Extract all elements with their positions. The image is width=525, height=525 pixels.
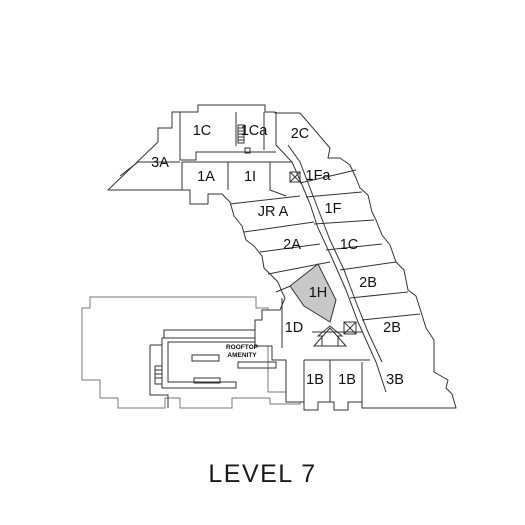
unit-2a[interactable]: 2A (283, 237, 301, 253)
unit-2b-lower[interactable]: 2B (383, 320, 401, 336)
unit-2c[interactable]: 2C (291, 126, 310, 142)
unit-1i[interactable]: 1I (244, 169, 256, 185)
unit-labels: 1C 1Ca 2C 3A 1A 1I 1Fa JR A 1F 2A 1C 2B … (151, 123, 404, 388)
unit-1d[interactable]: 1D (285, 320, 304, 336)
unit-1b-right[interactable]: 1B (338, 372, 356, 388)
unit-1f[interactable]: 1F (325, 201, 342, 217)
unit-1fa[interactable]: 1Fa (306, 168, 332, 184)
corridor-lines (119, 112, 421, 402)
unit-1b-left[interactable]: 1B (306, 372, 324, 388)
unit-1c-top[interactable]: 1C (193, 123, 212, 139)
unit-1a[interactable]: 1A (197, 169, 215, 185)
unit-1h[interactable]: 1H (309, 285, 328, 301)
amenity-label-line2: AMENITY (227, 352, 257, 359)
rooftop-amenity-area: ROOFTOP AMENITY (149, 329, 277, 408)
unit-2b-upper[interactable]: 2B (359, 275, 377, 291)
stair-core-symbols (154, 124, 357, 385)
unit-1ca[interactable]: 1Ca (241, 123, 269, 139)
unit-jr-a[interactable]: JR A (258, 204, 289, 220)
unit-3b[interactable]: 3B (386, 372, 404, 388)
amenity-label-line1: ROOFTOP (226, 344, 259, 351)
level-title: LEVEL 7 (208, 460, 317, 488)
podium-outline (81, 296, 301, 409)
unit-1c-right[interactable]: 1C (340, 237, 359, 253)
unit-3a[interactable]: 3A (151, 155, 169, 171)
unit-1h-highlight[interactable] (289, 263, 337, 323)
